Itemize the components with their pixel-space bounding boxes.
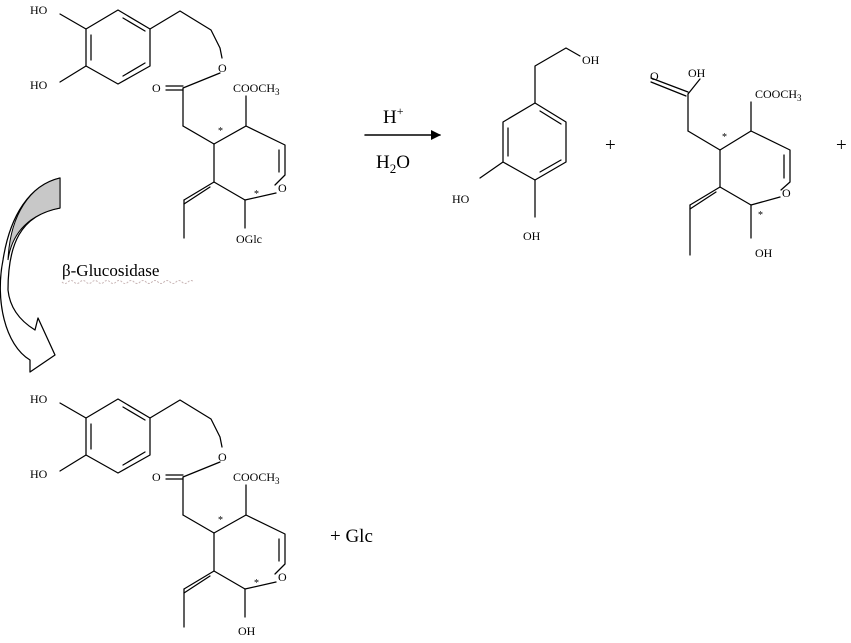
ring-oxygen-label: O <box>278 570 287 584</box>
enzyme-arrow-shade <box>7 177 61 261</box>
plus-glucose-label: + Glc <box>330 526 373 547</box>
stereocenter-mark: * <box>254 189 259 200</box>
stereocenter-mark: * <box>254 578 259 589</box>
stereocenter-mark: * <box>758 210 763 221</box>
hydroxyl-label: OH <box>688 66 706 80</box>
stereocenter-mark: * <box>218 515 223 526</box>
hydroxyl-label: HO <box>30 78 48 92</box>
ring-oxygen-label: O <box>278 181 287 195</box>
hydroxyl-label: HO <box>30 3 48 17</box>
hydrolysis-arrow: H+ H2O <box>364 104 441 176</box>
glucoside-label: OGlc <box>236 232 262 246</box>
hydroxyl-label: OH <box>238 624 256 638</box>
oleuropein-aglycone-structure: HO HO O O O COOCH3 OH * * <box>30 392 287 638</box>
glucosidase-arrow: β-Glucosidase <box>0 177 195 373</box>
hydroxyl-label: HO <box>452 192 470 206</box>
hydroxyl-label: OH <box>582 53 600 67</box>
ester-oxygen-label: O <box>218 61 227 75</box>
elenolic-acid-structure: O OH O COOCH3 OH * * <box>650 66 802 260</box>
hydroxyl-label: OH <box>755 246 773 260</box>
hydroxytyrosol-structure: OH HO OH <box>452 47 600 243</box>
hydroxyl-label: HO <box>30 467 48 481</box>
methyl-ester-label: COOCH3 <box>233 81 280 97</box>
carbonyl-oxygen-label: O <box>152 81 161 95</box>
carbonyl-oxygen-label: O <box>650 69 659 83</box>
ester-oxygen-label: O <box>218 450 227 464</box>
enzyme-label: β-Glucosidase <box>62 261 159 280</box>
water-condition-label: H2O <box>376 152 410 176</box>
hydroxyl-label: HO <box>30 392 48 406</box>
stereocenter-mark: * <box>722 132 727 143</box>
acid-condition-label: H+ <box>383 104 404 128</box>
methyl-ester-label: COOCH3 <box>233 470 280 486</box>
plus-sign: + <box>605 135 616 156</box>
oleuropein-structure: HO HO O O O COOCH3 OGlc * * <box>30 3 287 246</box>
ring-oxygen-label: O <box>782 186 791 200</box>
stereocenter-mark: * <box>218 126 223 137</box>
hydroxyl-label: OH <box>523 229 541 243</box>
methyl-ester-label: COOCH3 <box>755 87 802 103</box>
carbonyl-oxygen-label: O <box>152 470 161 484</box>
plus-sign: + <box>836 135 847 156</box>
